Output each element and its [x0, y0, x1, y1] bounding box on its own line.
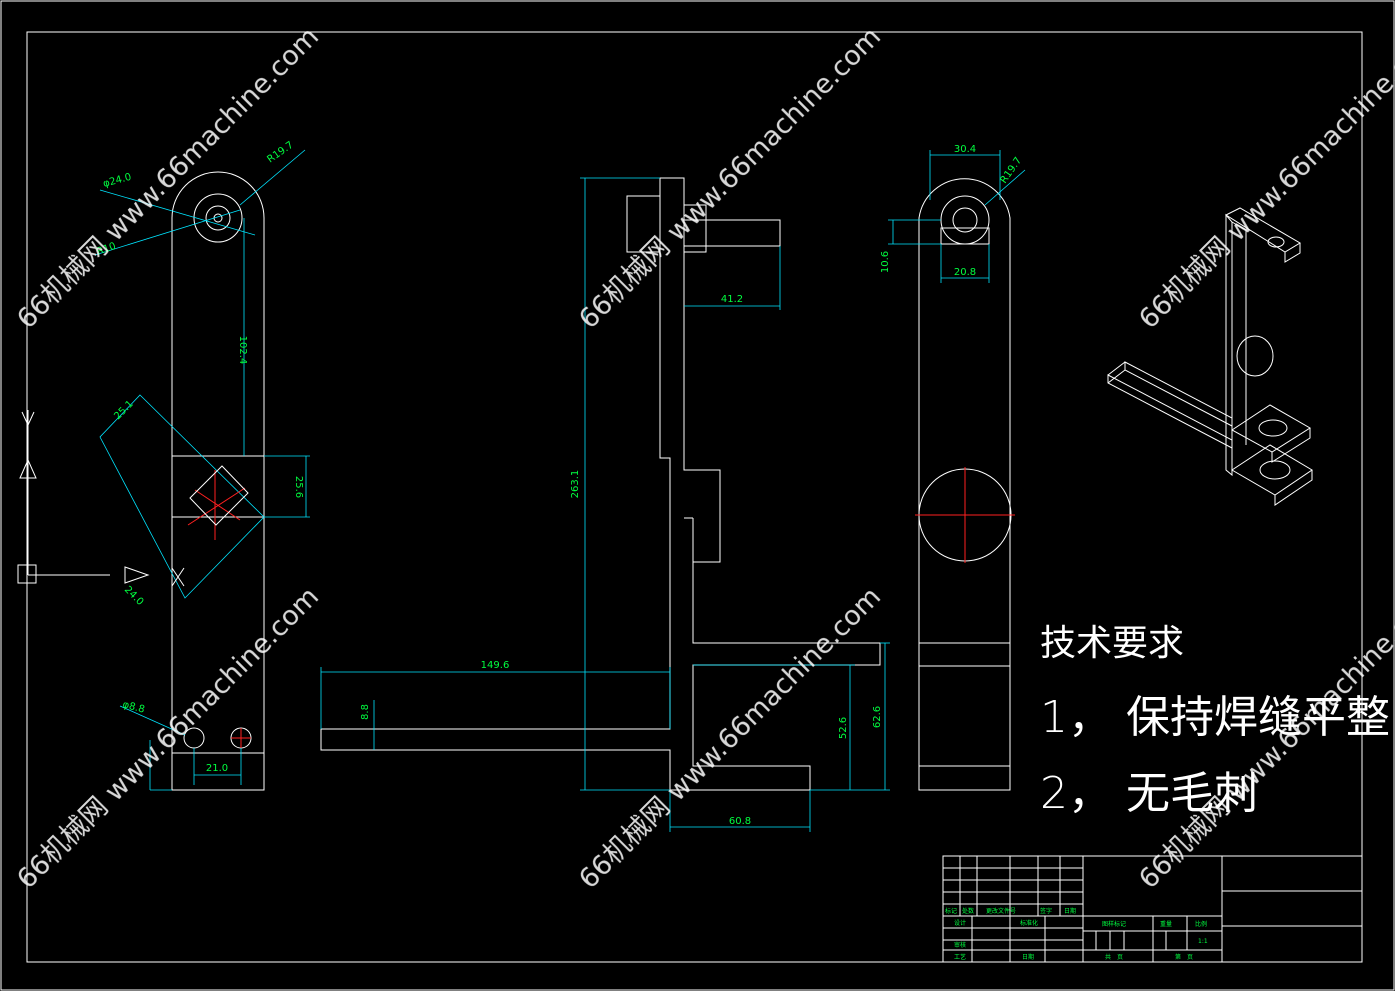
dim-263-1: 263.1: [570, 470, 581, 499]
front-view: [17, 149, 310, 791]
tb-sign: 签字: [1040, 907, 1052, 915]
tb-sheets: 共 页: [1105, 953, 1123, 961]
dim-phi8-8: φ8.8: [121, 699, 146, 715]
tb-scale: 比例: [1195, 920, 1207, 928]
requirement-1: 1， 保持焊缝平整: [1040, 692, 1390, 743]
watermark-4: 66机械网 www.66machine.com: [11, 581, 325, 895]
dim-25-6: 25.6: [293, 476, 304, 498]
dim-149-6: 149.6: [481, 660, 510, 671]
tb-process: 工艺: [954, 953, 966, 961]
dim-21-0: 21.0: [206, 763, 228, 774]
dim-41-2: 41.2: [721, 294, 743, 305]
tb-stage: 图样标记: [1102, 920, 1126, 928]
tb-sheet: 第 页: [1175, 953, 1193, 961]
dim-102-4: 102.4: [237, 336, 248, 365]
inner-frame: [26, 31, 1363, 963]
tb-count: 处数: [962, 907, 974, 915]
dim-10-6: 10.6: [880, 251, 891, 273]
tb-design: 设计: [954, 919, 966, 927]
watermark-3: 66机械网 www.66machine.com: [1133, 21, 1395, 335]
dim-25-1: 25.1: [112, 399, 136, 423]
dim-20-8: 20.8: [954, 267, 976, 278]
watermark-1: 66机械网 www.66machine.com: [11, 21, 325, 335]
dim-52-6: 52.6: [838, 717, 849, 739]
dim-60-8: 60.8: [729, 816, 751, 827]
tb-doc: 更改文件号: [986, 907, 1016, 915]
requirement-2: 2， 无毛刺: [1040, 768, 1258, 819]
requirements-title: 技术要求: [1040, 623, 1184, 664]
dim-r19-7-side: R19.7: [998, 155, 1024, 185]
dim-62-6: 62.6: [872, 706, 883, 728]
side-view: [888, 150, 1026, 791]
tb-date2: 日期: [1022, 953, 1034, 961]
middle-view: [320, 177, 890, 832]
tb-scale-value: 1:1: [1198, 938, 1208, 945]
dim-24-0: 24.0: [122, 584, 146, 608]
title-block: [942, 855, 1363, 963]
dim-8-8: 8.8: [360, 704, 371, 720]
isometric-view: [1107, 207, 1313, 506]
tb-std: 标准化: [1020, 919, 1038, 927]
dim-30-4: 30.4: [954, 144, 976, 155]
tb-weight: 重量: [1160, 920, 1172, 928]
tb-date: 日期: [1064, 907, 1076, 915]
tb-mark: 标记: [945, 907, 957, 915]
tb-check: 审核: [954, 941, 966, 949]
dim-phi24: φ24.0: [102, 172, 133, 190]
